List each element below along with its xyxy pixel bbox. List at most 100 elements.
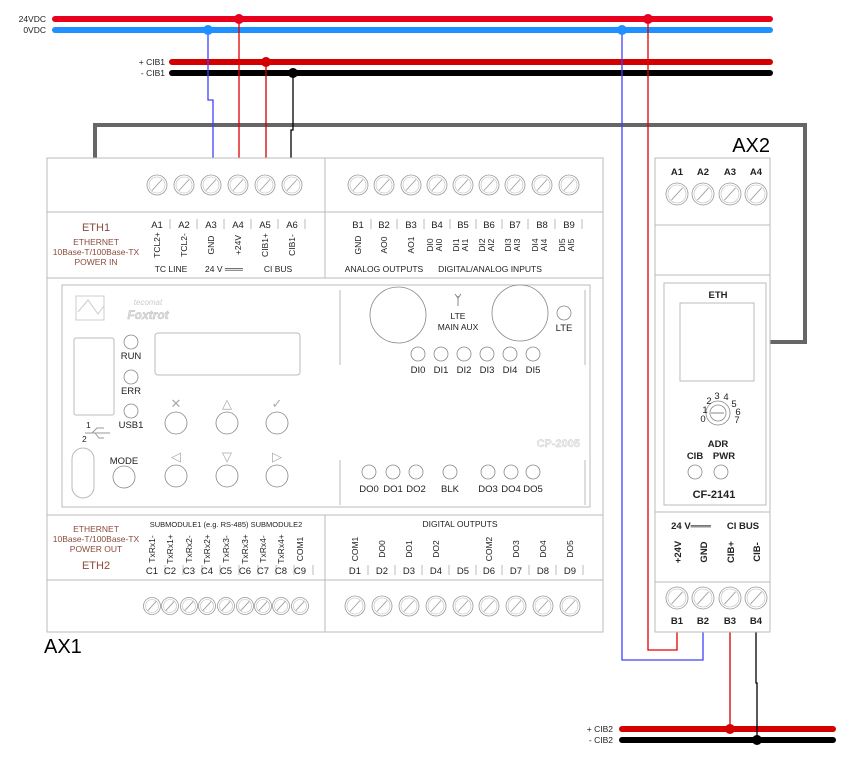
- terminal-label-a2: A2: [178, 220, 190, 231]
- terminal-screw-b4[interactable]: [426, 174, 448, 196]
- terminal-screw-c5[interactable]: [217, 597, 235, 615]
- terminal-signal-a6: CIB1-: [287, 234, 297, 256]
- left-button[interactable]: [164, 464, 188, 488]
- mode-button[interactable]: [112, 465, 136, 489]
- terminal-screw-c6[interactable]: [236, 597, 254, 615]
- terminal-signal-b4: DI0: [425, 238, 435, 252]
- ax1-label: AX1: [44, 636, 82, 658]
- ax2-terminal-screw-b1[interactable]: [665, 586, 689, 610]
- led-label-do3: DO3: [478, 484, 498, 495]
- terminal-screw-d6[interactable]: [478, 595, 500, 617]
- cib2-plus-bus: + CIB2: [587, 724, 836, 734]
- usb-port-1-label: 1: [86, 420, 91, 430]
- terminal-screw-d3[interactable]: [398, 595, 420, 617]
- led-lte: [556, 305, 572, 321]
- led-di4: [502, 346, 518, 362]
- terminal-label-d2: D2: [376, 566, 388, 577]
- up-button[interactable]: [215, 411, 239, 435]
- led-label-do1: DO1: [383, 484, 403, 495]
- terminal-label-b6: B6: [483, 220, 495, 231]
- eth1-desc-2: 10Base-T/100Base-TX: [53, 247, 140, 257]
- bus-label-cib1-plus: + CIB1: [139, 57, 165, 67]
- antenna-icon: [454, 293, 462, 306]
- terminal-label-a1: A1: [151, 220, 163, 231]
- terminal-label-c3: C3: [183, 566, 195, 577]
- terminal-signal-a4: +24V: [233, 235, 243, 255]
- terminal-label-a3: A3: [205, 220, 217, 231]
- ax2-terminal-screw-a4[interactable]: [744, 182, 768, 206]
- terminal-screw-a5[interactable]: [254, 174, 276, 196]
- led-blk: [442, 464, 458, 480]
- wires: [207, 19, 758, 740]
- terminal-screw-c7[interactable]: [254, 597, 272, 615]
- ax1-controller: AX1 ETH1 ETHERNET 10Base-T/100Base-TX PO…: [44, 157, 604, 658]
- led-label-di5: DI5: [526, 365, 541, 376]
- terminal-screw-d2[interactable]: [371, 595, 393, 617]
- terminal-screw-b2[interactable]: [373, 174, 395, 196]
- terminal-screw-d7[interactable]: [505, 595, 527, 617]
- led-label-usb1: USB1: [119, 420, 144, 431]
- terminal-screw-b1[interactable]: [347, 174, 369, 196]
- led-label-blk: BLK: [441, 484, 460, 495]
- led-label-lte: LTE: [556, 323, 573, 334]
- escape-button[interactable]: [164, 411, 188, 435]
- power-bus-0v: 0VDC: [23, 25, 773, 35]
- terminal-screw-c8[interactable]: [272, 597, 290, 615]
- terminal-label-b3: B3: [405, 220, 417, 231]
- terminal-screw-a4[interactable]: [227, 174, 249, 196]
- led-do2: [408, 464, 424, 480]
- terminal-screw-c3[interactable]: [180, 597, 198, 615]
- terminal-signal-a3: GND: [206, 236, 216, 255]
- ax2-terminal-screw-a3[interactable]: [718, 182, 742, 206]
- terminal-label-d6: D6: [483, 566, 495, 577]
- terminal-signal-b8: DI4: [530, 238, 540, 252]
- group-ci-bus: CI BUS: [264, 264, 293, 274]
- ethernet-cable: [93, 123, 807, 344]
- terminal-screw-b5[interactable]: [452, 174, 474, 196]
- terminal-screw-c1[interactable]: [143, 597, 161, 615]
- terminal-signal-b1: GND: [353, 236, 363, 255]
- terminal-screw-a6[interactable]: [281, 174, 303, 196]
- eth2-label: ETH2: [82, 560, 110, 572]
- terminal-screw-b9[interactable]: [558, 174, 580, 196]
- wire-cib1-minus: [290, 73, 294, 160]
- terminal-signal-b6: DI2: [477, 238, 487, 252]
- down-button[interactable]: [215, 464, 239, 488]
- usb-port: [71, 447, 95, 499]
- terminal-label-b9: B9: [563, 220, 575, 231]
- terminal-screw-a3[interactable]: [200, 174, 222, 196]
- right-button[interactable]: [265, 464, 289, 488]
- logo-text-bottom: Foxtrot: [127, 308, 169, 322]
- terminal-label-a5: A5: [259, 220, 271, 231]
- enter-button[interactable]: [265, 411, 289, 435]
- dial-number-6: 6: [735, 407, 740, 418]
- terminal-screw-d9[interactable]: [559, 595, 581, 617]
- terminal-screw-d4[interactable]: [425, 595, 447, 617]
- terminal-screw-d5[interactable]: [452, 595, 474, 617]
- terminal-screw-a1[interactable]: [146, 174, 168, 196]
- terminal-label-d8: D8: [537, 566, 549, 577]
- terminal-screw-b7[interactable]: [504, 174, 526, 196]
- terminal-screw-d8[interactable]: [532, 595, 554, 617]
- led-run: [123, 334, 139, 350]
- terminal-label-b8: B8: [536, 220, 548, 231]
- ax2-terminal-screw-b3[interactable]: [718, 586, 742, 610]
- adr-label: ADR: [708, 439, 729, 450]
- terminal-screw-c2[interactable]: [161, 597, 179, 615]
- terminal-label-b2: B2: [378, 220, 390, 231]
- tecomat-foxtrot-logo: tecomat Foxtrot: [75, 295, 170, 322]
- terminal-screw-c4[interactable]: [198, 597, 216, 615]
- ax2-terminal-screw-a1[interactable]: [665, 182, 689, 206]
- terminal-screw-b8[interactable]: [531, 174, 553, 196]
- ax2-terminal-screw-b4[interactable]: [744, 586, 768, 610]
- ax2-terminal-screw-b2[interactable]: [691, 586, 715, 610]
- terminal-screw-c9[interactable]: [291, 597, 309, 615]
- led-label-di0: DI0: [411, 365, 426, 376]
- terminal-screw-a2[interactable]: [173, 174, 195, 196]
- ax2-terminal-label-a4: A4: [750, 167, 763, 178]
- terminal-screw-b3[interactable]: [400, 174, 422, 196]
- terminal-screw-b6[interactable]: [478, 174, 500, 196]
- terminal-label-b5: B5: [457, 220, 469, 231]
- ax2-terminal-screw-a2[interactable]: [691, 182, 715, 206]
- terminal-screw-d1[interactable]: [344, 595, 366, 617]
